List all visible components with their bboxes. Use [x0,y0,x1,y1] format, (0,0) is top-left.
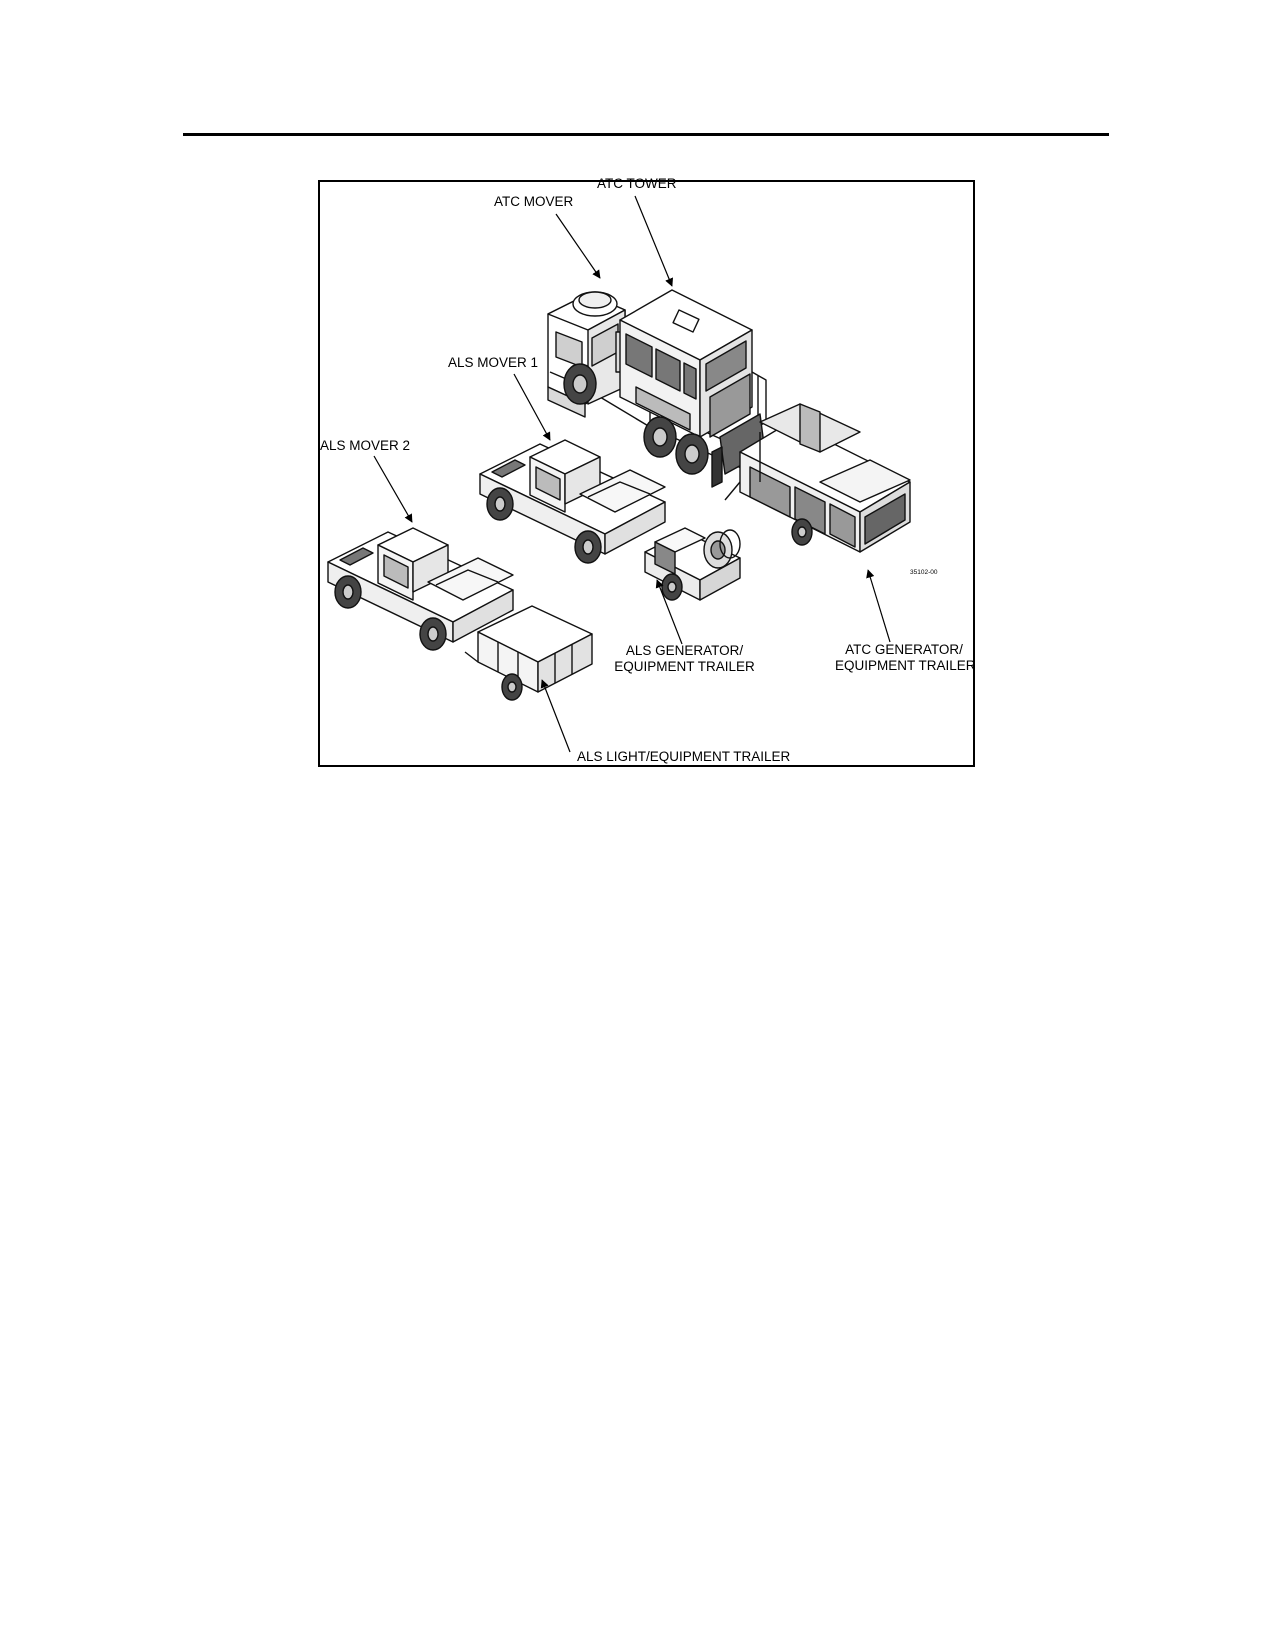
atc-generator-leader [866,569,891,643]
als-mover-2-leader [373,455,413,523]
figure-frame: ATC TOWER ATC MOVER ALS MOVER 1 ALS MOVE… [318,176,976,767]
label-als-generator-trailer: ALS GENERATOR/ EQUIPMENT TRAILER [612,643,757,675]
als-mover-2-vehicle [327,527,514,651]
atc-generator-equipment-trailer [724,403,911,553]
label-atc-mover: ATC MOVER [494,194,574,209]
drawing-number: 35102-00 [910,569,938,576]
vehicle-layout-illustration [327,195,911,753]
label-als-light-equipment-trailer: ALS LIGHT/EQUIPMENT TRAILER [577,749,791,764]
label-atc-tower: ATC TOWER [597,176,677,191]
als-light-trailer-leader [540,679,571,753]
als-light-equipment-trailer [464,605,593,701]
label-als-generator-line1: ALS GENERATOR/ [625,643,744,658]
als-mover-1-vehicle [479,439,666,564]
als-mover-1-leader [513,373,551,441]
label-als-generator-line2: EQUIPMENT TRAILER [614,659,755,674]
label-als-mover-1: ALS MOVER 1 [448,355,539,370]
label-atc-generator-line2: EQUIPMENT TRAILER [835,658,976,673]
atc-tower-shelter [619,289,767,475]
label-als-mover-2: ALS MOVER 2 [320,438,411,453]
atc-mover-leader [555,213,601,279]
als-generator-equipment-trailer [644,527,741,601]
atc-tower-leader [634,195,674,287]
callout-leaders [373,195,891,753]
page-header-rule [183,133,1109,136]
label-atc-generator-line1: ATC GENERATOR/ [845,642,963,657]
atc-mover-wheels [563,363,723,488]
label-atc-generator-trailer: ATC GENERATOR/ EQUIPMENT TRAILER [835,642,976,674]
als-generator-leader [655,579,683,645]
